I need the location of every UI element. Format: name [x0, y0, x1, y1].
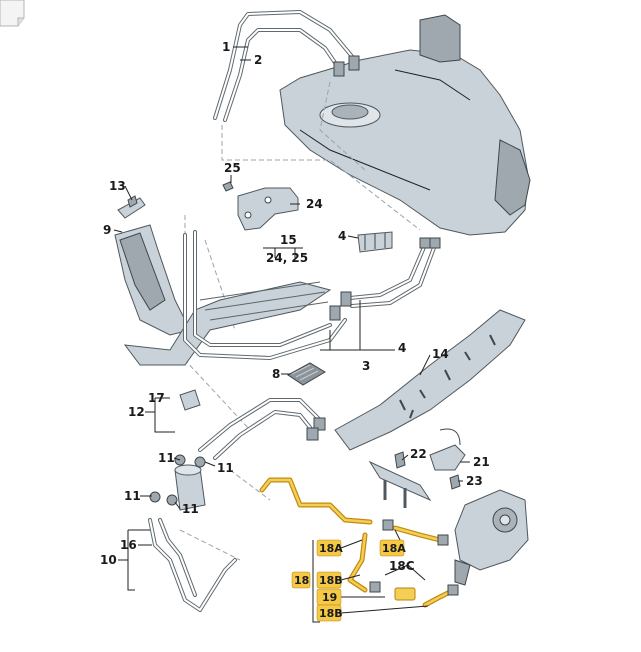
fuel-pipe-upper[interactable]	[213, 10, 360, 122]
label-1: 1	[222, 40, 230, 54]
label-12: 12	[128, 405, 145, 419]
fuel-pipe-middle[interactable]	[329, 237, 441, 321]
label-23: 23	[466, 474, 483, 488]
label-13: 13	[109, 179, 126, 193]
label-18b-upper: 18B	[319, 574, 343, 587]
fuel-tank	[279, 14, 531, 236]
label-11-b: 11	[217, 461, 234, 475]
fuel-filter[interactable]	[149, 454, 206, 511]
label-25: 25	[224, 161, 241, 175]
hose-assembly-10[interactable]	[148, 518, 237, 612]
label-15: 15	[280, 233, 297, 247]
label-22: 22	[410, 447, 427, 461]
label-18b-lower: 18B	[319, 607, 343, 620]
hose-assembly-12[interactable]	[179, 389, 326, 460]
label-4-top: 4	[338, 229, 346, 243]
label-11-d: 11	[182, 502, 199, 516]
pipe-clip-4[interactable]	[357, 231, 393, 253]
label-11-c: 11	[124, 489, 141, 503]
callout-labels: 1 2 25 24 13 9 15 24, 25 4 4 3 8 14 17 1…	[100, 40, 490, 622]
bolt-23[interactable]	[449, 474, 461, 490]
bracket-13[interactable]	[117, 195, 146, 219]
label-10: 10	[100, 553, 117, 567]
label-24: 24	[306, 197, 323, 211]
leader-lines	[113, 46, 470, 623]
label-11-a: 11	[158, 451, 175, 465]
badge-18a-right	[379, 539, 405, 557]
mounting-bracket-21[interactable]	[429, 428, 466, 471]
pad-8[interactable]	[287, 362, 326, 386]
label-9: 9	[103, 223, 111, 237]
label-18c: 18C	[389, 559, 415, 573]
label-19: 19	[322, 591, 337, 604]
label-18a-left: 18A	[319, 542, 343, 555]
bolt-25[interactable]	[222, 181, 234, 192]
underbody-shield-14[interactable]	[334, 309, 526, 451]
label-8: 8	[272, 367, 280, 381]
bracket-24[interactable]	[237, 187, 299, 231]
badge-18b-lower	[316, 604, 342, 622]
folded-corner-icon[interactable]	[0, 0, 25, 27]
high-pressure-pump[interactable]	[454, 489, 529, 586]
label-18: 18	[294, 574, 309, 587]
label-2: 2	[254, 53, 262, 67]
label-3: 3	[362, 359, 370, 373]
heat-shield[interactable]	[114, 224, 191, 336]
label-14: 14	[432, 347, 449, 361]
label-16: 16	[120, 538, 137, 552]
bracket-assembly-lower[interactable]	[368, 460, 432, 508]
badge-18a-left	[316, 539, 342, 557]
badge-18b-upper	[316, 571, 342, 589]
label-21: 21	[473, 455, 490, 469]
label-15-sub: 24, 25	[266, 251, 308, 265]
label-18a-right: 18A	[382, 542, 406, 555]
highlighted-fuel-line-18[interactable]	[259, 477, 459, 608]
label-4-bottom: 4	[398, 341, 406, 355]
bolt-22[interactable]	[394, 451, 406, 469]
badge-18	[291, 571, 311, 589]
label-17: 17	[148, 391, 165, 405]
underbody-pipe-bundle[interactable]	[123, 230, 347, 366]
